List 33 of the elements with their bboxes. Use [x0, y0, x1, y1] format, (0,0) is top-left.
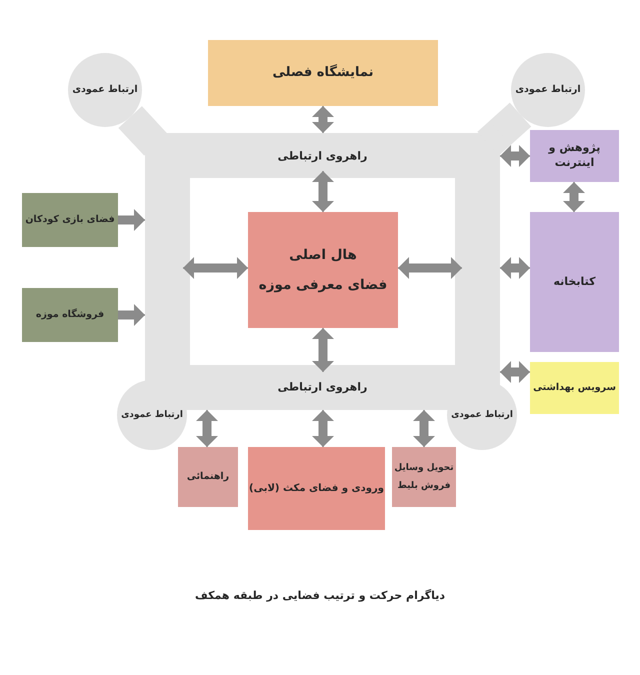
room-box — [530, 362, 619, 414]
room-label: فضای بازی کودکان — [25, 214, 115, 226]
circle-label: ارتباط عمودی — [72, 84, 138, 96]
corridor-ring — [145, 133, 500, 410]
room-label: فروشگاه موزه — [36, 308, 104, 322]
room-box — [392, 447, 456, 507]
room-box — [530, 212, 619, 352]
room-box — [530, 130, 619, 182]
circle-node — [117, 380, 187, 450]
room-label: ورودی و فضای مکث (لابی) — [249, 482, 384, 496]
room-label: راهنمائی — [186, 470, 230, 484]
hall-label: فضای معرفی موزه — [258, 276, 388, 294]
room-label: کتابخانه — [553, 274, 596, 290]
circle-node — [68, 53, 142, 127]
room-box — [248, 212, 398, 328]
hall-label: هال اصلی — [289, 246, 357, 264]
corridor-label: راهروی ارتباطی — [278, 380, 368, 395]
room-label: سرویس بهداشتی — [533, 382, 616, 394]
room-label: فروش بلیط — [397, 480, 450, 492]
room-label: نمایشگاه فصلی — [272, 64, 374, 82]
circle-label: ارتباط عمودی — [451, 408, 513, 422]
caption: دیاگرام حرکت و ترتیب فضایی در طبقه همکف — [194, 589, 446, 602]
circle-label: ارتباط عمودی — [121, 408, 183, 422]
room-box — [22, 288, 118, 342]
room-label: پژوهش و اینترنت — [547, 141, 602, 171]
room-box — [22, 193, 118, 247]
circle-label: ارتباط عمودی — [515, 84, 581, 96]
room-box — [248, 447, 385, 530]
room-label: تحویل وسایل — [394, 462, 454, 474]
room-box — [208, 40, 438, 106]
corridor-label: راهروی ارتباطی — [278, 149, 368, 164]
room-box — [178, 447, 238, 507]
circle-node — [511, 53, 585, 127]
